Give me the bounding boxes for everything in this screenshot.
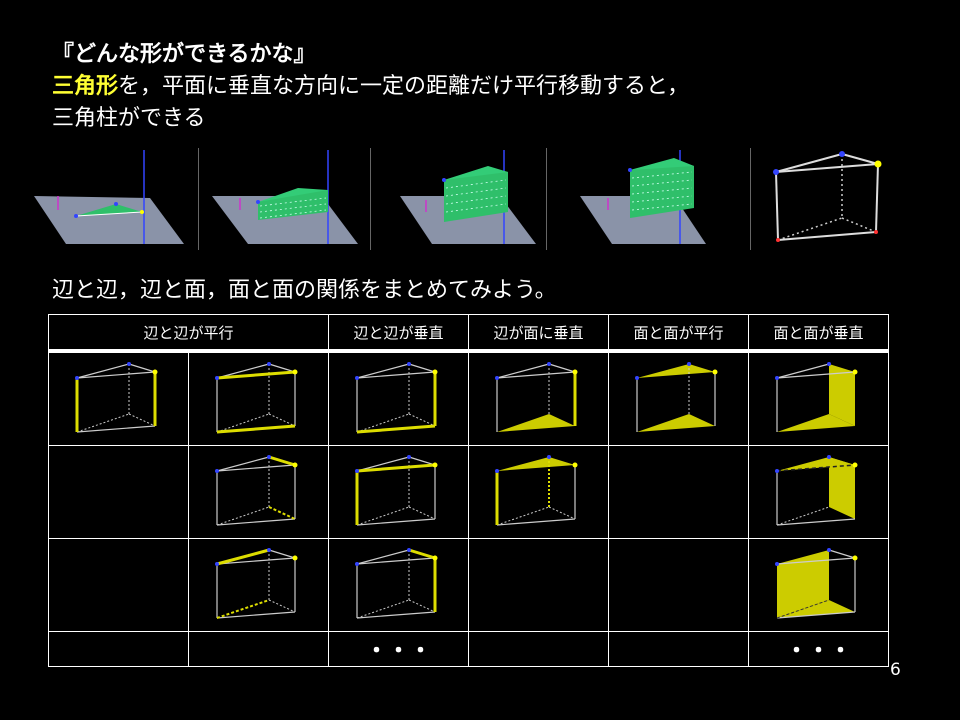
empty-cell: [48, 631, 189, 667]
ellipsis: ・・・: [328, 631, 469, 667]
highlight-triangle: 三角形: [52, 74, 119, 99]
relations-table: 辺と辺が平行 辺と辺が垂直 辺が面に垂直 面と面が平行 面と面が垂直: [48, 314, 889, 667]
prism-figure: [328, 538, 469, 632]
prism-figure: [48, 352, 189, 446]
empty-cell: [468, 538, 609, 632]
text-line-4: 辺と辺，辺と面，面と面の関係をまとめてみよう。: [52, 278, 557, 303]
sequence-panel-5: [762, 148, 928, 250]
header-face-face-parallel: 面と面が平行: [608, 314, 749, 350]
header-face-face-perpendicular: 面と面が垂直: [748, 314, 889, 350]
slide-title: 『どんな形ができるかな』: [52, 42, 316, 67]
sequence-panel-3: [376, 148, 542, 250]
text-line-2: 三角形を，平面に垂直な方向に一定の距離だけ平行移動すると，: [52, 72, 689, 102]
empty-cell: [188, 631, 329, 667]
table-row: [48, 352, 889, 446]
prism-figure: [328, 445, 469, 539]
header-edge-face-perpendicular: 辺が面に垂直: [468, 314, 609, 350]
table-row: [48, 445, 889, 539]
prism-figure: [608, 352, 749, 446]
empty-cell: [48, 538, 189, 632]
prism-figure: [748, 445, 889, 539]
prism-figure: [188, 445, 329, 539]
empty-cell: [608, 538, 749, 632]
ellipsis: ・・・: [748, 631, 889, 667]
empty-cell: [608, 445, 749, 539]
header-edge-edge-parallel: 辺と辺が平行: [48, 314, 329, 350]
table-row: ・・・ ・・・: [48, 631, 889, 667]
text-line-2-rest: を，平面に垂直な方向に一定の距離だけ平行移動すると，: [118, 74, 690, 99]
prism-sequence-strip: [30, 148, 890, 250]
prism-figure: [468, 445, 609, 539]
sequence-panel-1: [30, 148, 196, 250]
sequence-panel-2: [202, 148, 368, 250]
prism-figure: [188, 538, 329, 632]
prism-figure: [328, 352, 469, 446]
empty-cell: [48, 445, 189, 539]
prism-figure: [748, 538, 889, 632]
page-number: 6: [890, 660, 901, 680]
table-header-row: 辺と辺が平行 辺と辺が垂直 辺が面に垂直 面と面が平行 面と面が垂直: [48, 314, 889, 350]
prism-figure: [468, 352, 609, 446]
prism-figure: [748, 352, 889, 446]
text-line-3: 三角柱ができる: [52, 106, 206, 131]
prism-figure: [188, 352, 329, 446]
empty-cell: [468, 631, 609, 667]
header-edge-edge-perpendicular: 辺と辺が垂直: [328, 314, 469, 350]
table-row: [48, 538, 889, 632]
empty-cell: [608, 631, 749, 667]
sequence-panel-4: [550, 148, 716, 250]
